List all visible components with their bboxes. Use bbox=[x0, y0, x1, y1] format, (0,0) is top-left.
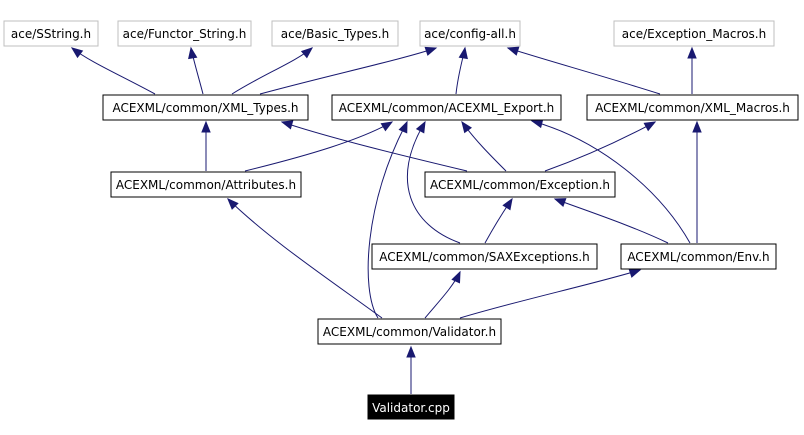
node-label: ACEXML/common/Validator.h bbox=[323, 325, 496, 339]
edge-acexml-export-to-config-all bbox=[455, 46, 468, 95]
node-label: Validator.cpp bbox=[372, 401, 450, 415]
edge-xml-types-to-functor-string bbox=[188, 46, 204, 95]
node-label: ace/Basic_Types.h bbox=[281, 27, 389, 41]
edge-xml-types-to-basic-types bbox=[231, 47, 314, 95]
arrowhead-icon bbox=[687, 46, 697, 59]
edge-line bbox=[281, 121, 468, 172]
arrowhead-icon bbox=[280, 120, 294, 130]
edge-env-to-xml-macros bbox=[692, 120, 702, 244]
edge-line bbox=[531, 120, 691, 244]
node-label: ACEXML/common/XML_Macros.h bbox=[595, 101, 790, 115]
edge-env-to-exception bbox=[553, 198, 669, 244]
node-validator-cpp[interactable]: Validator.cpp bbox=[367, 394, 455, 420]
arrowhead-icon bbox=[502, 197, 513, 211]
node-xml-macros[interactable]: ACEXML/common/XML_Macros.h bbox=[586, 94, 799, 121]
node-xml-types[interactable]: ACEXML/common/XML_Types.h bbox=[102, 94, 309, 121]
node-ace-exception-macros[interactable]: ace/Exception_Macros.h bbox=[613, 20, 775, 47]
arrowhead-icon bbox=[70, 47, 84, 59]
edge-validator-h-to-sax-exceptions bbox=[424, 270, 461, 319]
arrowhead-icon bbox=[553, 198, 567, 208]
edge-line bbox=[554, 198, 669, 244]
edges-layer bbox=[70, 46, 702, 394]
node-label: ACEXML/common/XML_Types.h bbox=[112, 101, 298, 115]
edge-attributes-to-xml-types bbox=[201, 120, 211, 171]
edge-line bbox=[227, 198, 383, 319]
node-ace-sstring[interactable]: ace/SString.h bbox=[3, 20, 99, 47]
edge-xml-types-to-sstring bbox=[70, 47, 156, 95]
edge-exception-to-xml-types bbox=[280, 120, 468, 172]
arrowhead-icon bbox=[415, 120, 426, 134]
arrowhead-icon bbox=[227, 198, 239, 210]
arrowhead-icon bbox=[201, 120, 211, 133]
edge-line bbox=[231, 47, 313, 95]
node-label: ace/Exception_Macros.h bbox=[622, 27, 766, 41]
edge-sax-exceptions-to-exception bbox=[484, 197, 513, 244]
node-label: ACEXML/common/Attributes.h bbox=[116, 178, 296, 192]
edge-exception-to-xml-macros bbox=[544, 121, 657, 172]
node-ace-config-all[interactable]: ace/config-all.h bbox=[419, 20, 521, 47]
node-label: ace/config-all.h bbox=[424, 27, 516, 41]
arrowhead-icon bbox=[530, 118, 544, 129]
edge-validator-h-to-env bbox=[459, 268, 642, 319]
arrowhead-icon bbox=[380, 121, 394, 132]
arrowhead-icon bbox=[506, 46, 520, 56]
node-exception[interactable]: ACEXML/common/Exception.h bbox=[424, 171, 616, 198]
arrowhead-icon bbox=[300, 47, 314, 59]
arrowhead-icon bbox=[458, 46, 468, 60]
edge-validator-cpp-to-validator-h bbox=[406, 345, 416, 394]
arrowhead-icon bbox=[692, 120, 702, 133]
arrowhead-icon bbox=[451, 270, 461, 284]
edge-validator-h-to-acexml-export bbox=[367, 120, 408, 319]
node-label: ACEXML/common/Exception.h bbox=[430, 178, 610, 192]
node-attributes[interactable]: ACEXML/common/Attributes.h bbox=[110, 171, 302, 198]
arrowhead-icon bbox=[628, 268, 642, 278]
edge-xml-macros-to-config-all bbox=[506, 46, 661, 95]
arrowhead-icon bbox=[188, 46, 198, 60]
node-sax-exceptions[interactable]: ACEXML/common/SAXExceptions.h bbox=[371, 243, 598, 270]
edge-exception-to-acexml-export bbox=[461, 120, 507, 172]
arrowhead-icon bbox=[643, 121, 657, 132]
node-ace-basic-types[interactable]: ace/Basic_Types.h bbox=[271, 20, 399, 47]
node-label: ace/Functor_String.h bbox=[123, 27, 247, 41]
edge-validator-h-to-attributes bbox=[227, 198, 383, 319]
edge-line bbox=[259, 47, 437, 95]
edge-line bbox=[507, 47, 661, 95]
edge-line bbox=[71, 47, 156, 95]
node-label: ACEXML/common/Env.h bbox=[627, 250, 769, 264]
edge-attributes-to-acexml-export bbox=[244, 121, 394, 172]
edge-xml-types-to-config-all bbox=[259, 46, 438, 95]
arrowhead-icon bbox=[461, 120, 473, 134]
edge-line bbox=[459, 269, 641, 319]
node-label: ace/SString.h bbox=[11, 27, 91, 41]
node-ace-functor-string[interactable]: ace/Functor_String.h bbox=[117, 20, 252, 47]
arrowhead-icon bbox=[424, 46, 438, 56]
edge-sax-exceptions-to-acexml-export bbox=[406, 120, 461, 244]
edge-line bbox=[544, 121, 656, 172]
edge-line bbox=[367, 121, 408, 319]
node-label: ACEXML/common/SAXExceptions.h bbox=[379, 250, 590, 264]
node-acexml-export[interactable]: ACEXML/common/ACEXML_Export.h bbox=[331, 94, 562, 121]
node-validator-h[interactable]: ACEXML/common/Validator.h bbox=[317, 318, 502, 345]
node-label: ACEXML/common/ACEXML_Export.h bbox=[339, 101, 555, 115]
arrowhead-icon bbox=[406, 345, 416, 358]
edge-line bbox=[406, 121, 461, 244]
arrowhead-icon bbox=[398, 120, 408, 134]
edge-line bbox=[244, 121, 393, 172]
node-env[interactable]: ACEXML/common/Env.h bbox=[620, 243, 777, 270]
edge-xml-macros-to-exception-macros bbox=[687, 46, 697, 94]
